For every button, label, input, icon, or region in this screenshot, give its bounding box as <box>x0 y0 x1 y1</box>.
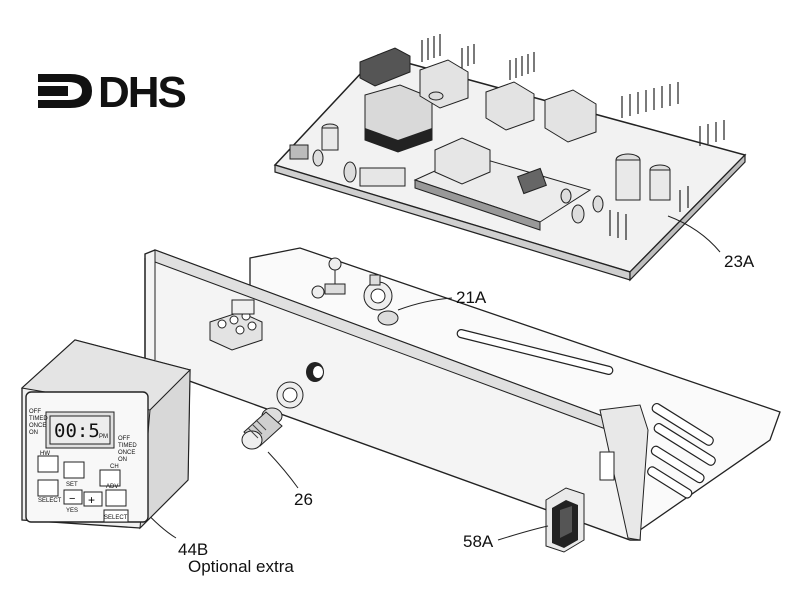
callout-21a: 21A <box>456 288 487 307</box>
callout-44b: 44B <box>178 540 209 559</box>
potentiometer-21a <box>363 274 399 326</box>
set-label: SET <box>66 482 78 488</box>
timer-right-modes: OFF TIMED ONCE ON <box>118 436 137 463</box>
select-right-label: SELECT <box>104 515 128 521</box>
adv-label: ADV <box>106 484 118 490</box>
logo-text: DHS <box>98 68 187 117</box>
svg-text:OFF: OFF <box>29 409 41 415</box>
callout-23a: 23A <box>724 252 755 271</box>
svg-text:PM: PM <box>99 434 108 440</box>
timer-display: 00:5 <box>54 420 100 442</box>
hw-label: HW <box>40 451 50 457</box>
svg-text:ONCE: ONCE <box>118 450 135 456</box>
thermostat-knob-26 <box>241 407 283 450</box>
yes-label: YES <box>66 508 78 514</box>
timer-left-modes: OFF TIMED ONCE ON <box>29 409 48 436</box>
rocker-switch-58a <box>545 487 585 553</box>
select-left-label: SELECT <box>38 498 62 504</box>
svg-text:ON: ON <box>29 430 38 436</box>
svg-text:OFF: OFF <box>118 436 130 442</box>
plus-label: + <box>88 493 95 507</box>
svg-text:TIMED: TIMED <box>118 443 137 449</box>
callout-44b-note: Optional extra <box>188 557 294 576</box>
svg-text:ON: ON <box>118 457 127 463</box>
minus-label: − <box>69 493 75 505</box>
ch-label: CH <box>110 464 119 470</box>
timer-buttons <box>37 455 129 523</box>
svg-text:ONCE: ONCE <box>29 423 46 429</box>
terminal-block <box>209 299 263 351</box>
callout-26: 26 <box>294 490 313 509</box>
svg-text:TIMED: TIMED <box>29 416 48 422</box>
callout-58a: 58A <box>463 532 494 551</box>
